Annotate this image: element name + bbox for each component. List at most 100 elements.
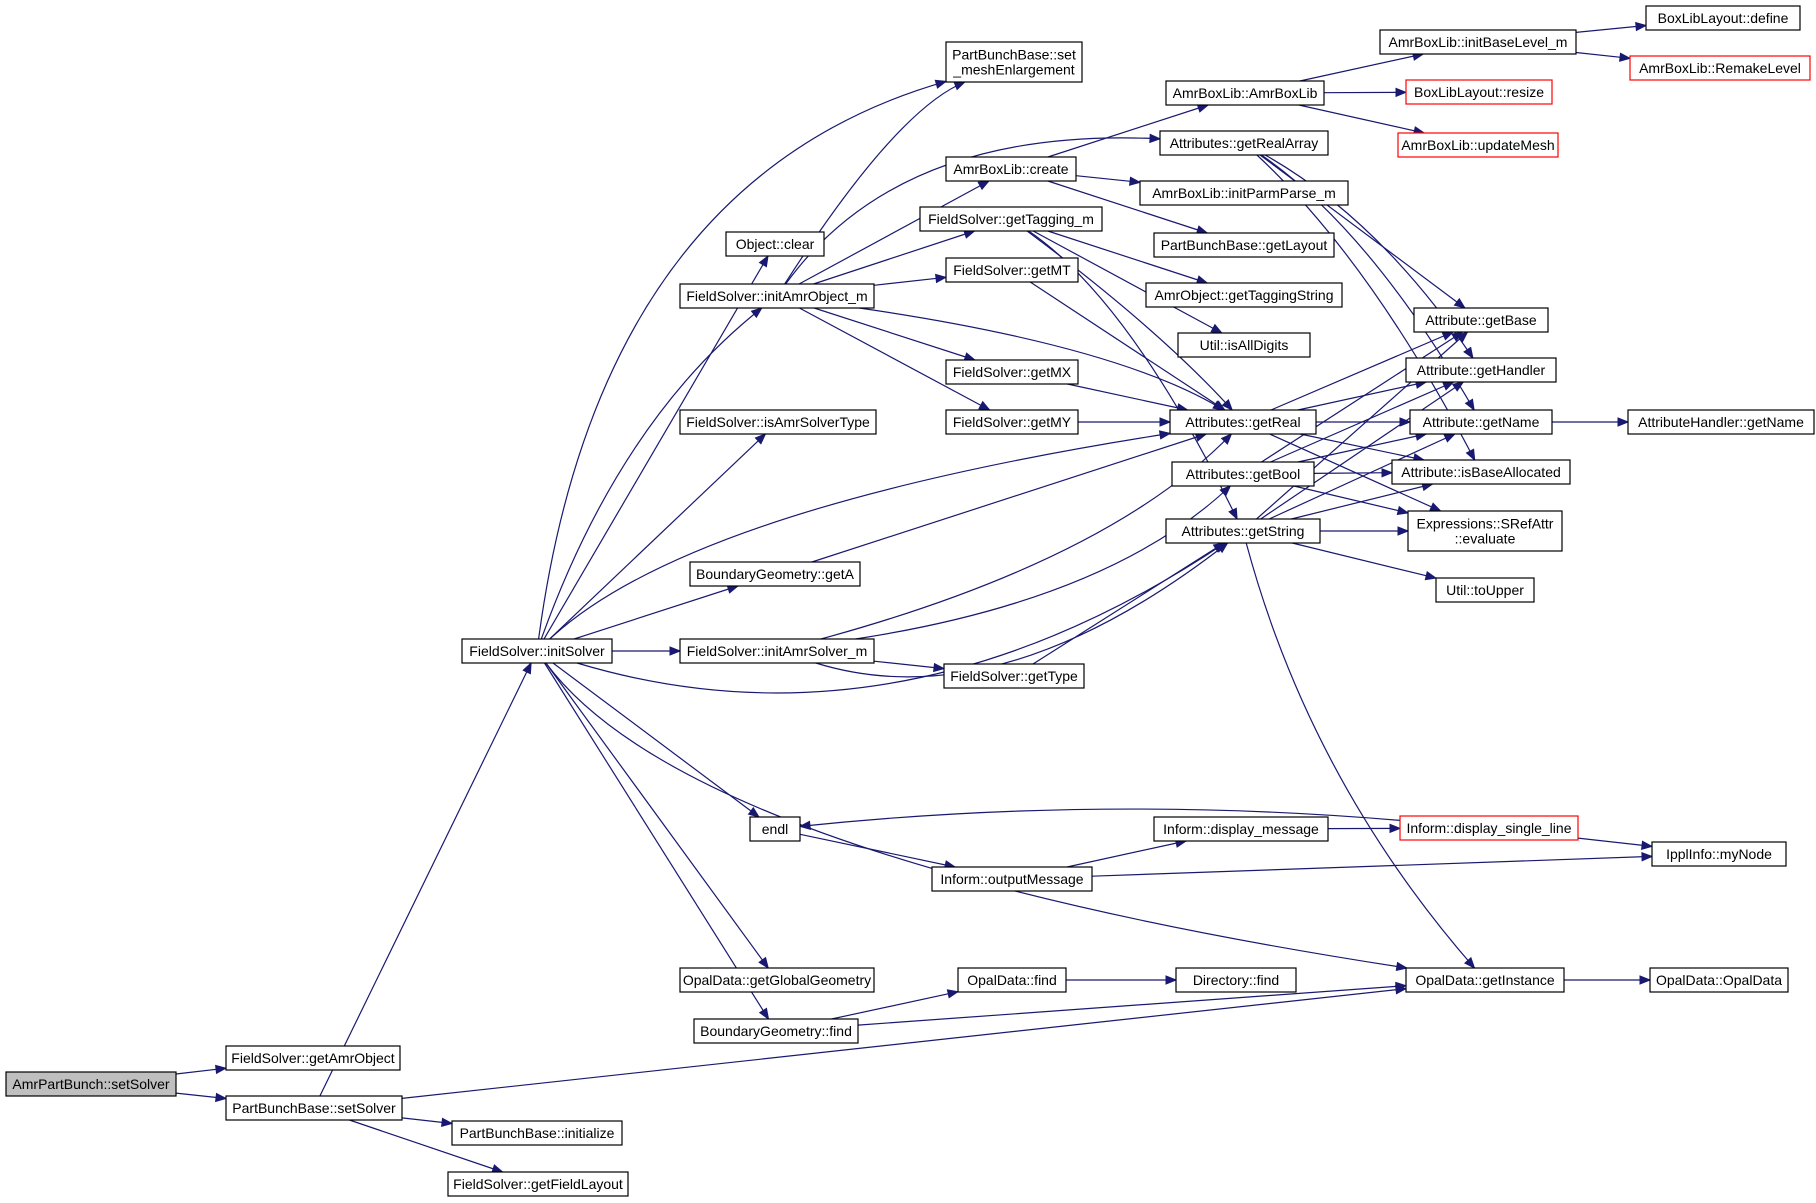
function-node-fieldsolver-getamrobject[interactable]: FieldSolver::getAmrObject	[225, 1045, 401, 1071]
function-node-label: OpalData::OpalData	[1656, 972, 1782, 988]
function-node-boxliblayout-define[interactable]: BoxLibLayout::define	[1645, 5, 1801, 31]
function-node-fieldsolver-gettype[interactable]: FieldSolver::getType	[943, 663, 1085, 689]
function-node-attributes-getrealarray[interactable]: Attributes::getRealArray	[1159, 130, 1329, 156]
function-node-fieldsolver-getfieldlayout[interactable]: FieldSolver::getFieldLayout	[447, 1171, 629, 1197]
call-edge-line	[540, 307, 763, 640]
function-node-directory-find[interactable]: Directory::find	[1175, 967, 1297, 993]
function-node-partbunchbase-set-meshenlargement[interactable]: PartBunchBase::set_meshEnlargement	[945, 41, 1083, 83]
function-node-opaldata-opaldata[interactable]: OpalData::OpalData	[1649, 967, 1789, 993]
function-node-fieldsolver-initamrsolver-m[interactable]: FieldSolver::initAmrSolver_m	[679, 638, 875, 664]
function-node-amrpartbunch-setsolver[interactable]: AmrPartBunch::setSolver	[5, 1071, 177, 1097]
function-node-partbunchbase-initialize[interactable]: PartBunchBase::initialize	[451, 1120, 623, 1146]
function-node-attributes-getreal[interactable]: Attributes::getReal	[1169, 409, 1317, 435]
function-node-attributehandler-getname[interactable]: AttributeHandler::getName	[1627, 409, 1815, 435]
function-node-util-toupper[interactable]: Util::toUpper	[1435, 577, 1535, 603]
call-edge-arrowhead	[1424, 570, 1438, 581]
function-node-label: ::evaluate	[1455, 531, 1516, 547]
call-edge-line	[815, 542, 1228, 678]
function-node-box	[679, 638, 875, 664]
call-edge-line	[859, 307, 1224, 411]
function-node-attributes-getbool[interactable]: Attributes::getBool	[1171, 461, 1315, 487]
function-node-fieldsolver-isamrsolvertype[interactable]: FieldSolver::isAmrSolverType	[679, 409, 877, 435]
function-node-partbunchbase-getlayout[interactable]: PartBunchBase::getLayout	[1153, 232, 1335, 258]
call-edge-arrowhead	[215, 1064, 228, 1075]
call-edge-line	[1032, 542, 1225, 665]
function-node-box	[931, 866, 1093, 892]
function-node-amrboxlib-initbaselevel-m[interactable]: AmrBoxLib::initBaseLevel_m	[1379, 29, 1577, 55]
function-node-box	[225, 1045, 401, 1071]
function-node-inform-outputmessage[interactable]: Inform::outputMessage	[931, 866, 1093, 892]
function-node-attributes-getstring[interactable]: Attributes::getString	[1165, 518, 1321, 544]
call-edge	[543, 254, 769, 640]
function-node-expressions-srefattr-evaluate[interactable]: Expressions::SRefAttr::evaluate	[1407, 510, 1563, 552]
function-node-box	[1145, 282, 1343, 308]
function-node-fieldsolver-gettagging-m[interactable]: FieldSolver::getTagging_m	[919, 206, 1103, 232]
call-edge	[1066, 975, 1178, 985]
call-edge	[798, 808, 1401, 830]
function-node-box	[1435, 577, 1535, 603]
call-edge	[1032, 542, 1226, 665]
call-edge	[401, 1117, 454, 1127]
function-node-amrboxlib-amrboxlib[interactable]: AmrBoxLib::AmrBoxLib	[1165, 80, 1325, 106]
function-node-fieldsolver-getmy[interactable]: FieldSolver::getMY	[945, 409, 1079, 435]
function-node-amrboxlib-remakelevel[interactable]: AmrBoxLib::RemakeLevel	[1629, 55, 1811, 81]
function-node-fieldsolver-initamrobject-m[interactable]: FieldSolver::initAmrObject_m	[679, 283, 875, 309]
call-edge-line	[873, 276, 947, 286]
function-node-label: Attribute::getHandler	[1417, 362, 1546, 378]
function-node-boundarygeometry-find[interactable]: BoundaryGeometry::find	[693, 1018, 859, 1044]
function-node-box	[1153, 816, 1329, 842]
function-node-boundarygeometry-geta[interactable]: BoundaryGeometry::getA	[689, 561, 861, 587]
function-node-amrboxlib-initparmparse-m[interactable]: AmrBoxLib::initParmParse_m	[1139, 180, 1349, 206]
call-edge	[798, 180, 991, 285]
function-node-fieldsolver-initsolver[interactable]: FieldSolver::initSolver	[461, 638, 613, 664]
call-edge-line	[855, 485, 1231, 640]
function-node-attribute-getbase[interactable]: Attribute::getBase	[1413, 307, 1549, 333]
call-edge-arrowhead	[1395, 981, 1408, 992]
function-node-box	[1171, 461, 1315, 487]
function-node-endl[interactable]: endl	[749, 816, 801, 842]
function-node-box	[945, 257, 1079, 283]
function-node-label: Expressions::SRefAttr	[1417, 516, 1554, 532]
function-node-label: endl	[762, 821, 788, 837]
call-edge-line	[798, 180, 990, 285]
function-node-label: FieldSolver::initAmrObject_m	[686, 288, 867, 304]
function-node-opaldata-getinstance[interactable]: OpalData::getInstance	[1405, 967, 1565, 993]
call-edge-arrowhead	[1219, 485, 1232, 497]
function-node-box	[447, 1171, 629, 1197]
function-node-box	[1165, 80, 1325, 106]
function-node-label: Inform::display_single_line	[1407, 820, 1572, 836]
function-node-label: Attributes::getBool	[1186, 466, 1300, 482]
function-node-box	[679, 283, 875, 309]
function-node-label: Util::toUpper	[1446, 582, 1524, 598]
function-node-inform-display-message[interactable]: Inform::display_message	[1153, 816, 1329, 842]
function-node-util-isalldigits[interactable]: Util::isAllDigits	[1177, 332, 1311, 358]
function-node-opaldata-find[interactable]: OpalData::find	[957, 967, 1067, 993]
function-node-opaldata-getglobalgeometry[interactable]: OpalData::getGlobalGeometry	[679, 967, 875, 993]
call-edge-arrowhead	[1429, 502, 1442, 512]
function-node-amrboxlib-updatemesh[interactable]: AmrBoxLib::updateMesh	[1397, 132, 1559, 158]
function-node-box	[1627, 409, 1815, 435]
call-edge-line	[1298, 104, 1425, 134]
function-node-ipplinfo-mynode[interactable]: IpplInfo::myNode	[1651, 841, 1787, 867]
function-node-label: AmrBoxLib::RemakeLevel	[1639, 60, 1801, 76]
call-edge	[175, 1064, 228, 1075]
function-node-inform-display-single-line[interactable]: Inform::display_single_line	[1399, 815, 1579, 841]
function-node-boxliblayout-resize[interactable]: BoxLibLayout::resize	[1405, 79, 1553, 105]
call-edge	[545, 662, 769, 970]
function-node-box	[1645, 5, 1801, 31]
function-node-attribute-getname[interactable]: Attribute::getName	[1409, 409, 1553, 435]
call-edge-line	[401, 988, 1407, 1099]
call-edge-line	[799, 833, 956, 868]
call-edge-arrowhead	[1149, 133, 1162, 144]
function-node-amrobject-gettaggingstring[interactable]: AmrObject::getTaggingString	[1145, 282, 1343, 308]
call-edge-arrowhead	[758, 1007, 770, 1021]
function-node-fieldsolver-getmt[interactable]: FieldSolver::getMT	[945, 257, 1079, 283]
function-node-amrboxlib-create[interactable]: AmrBoxLib::create	[945, 156, 1077, 182]
function-node-object-clear[interactable]: Object::clear	[725, 231, 825, 257]
function-node-attribute-isbaseallocated[interactable]: Attribute::isBaseAllocated	[1391, 459, 1571, 485]
function-node-attribute-gethandler[interactable]: Attribute::getHandler	[1405, 357, 1557, 383]
function-node-fieldsolver-getmx[interactable]: FieldSolver::getMX	[945, 359, 1079, 385]
call-edge-line	[1245, 542, 1475, 969]
function-node-partbunchbase-setsolver[interactable]: PartBunchBase::setSolver	[225, 1095, 403, 1121]
function-node-label: AmrBoxLib::initParmParse_m	[1152, 185, 1336, 201]
